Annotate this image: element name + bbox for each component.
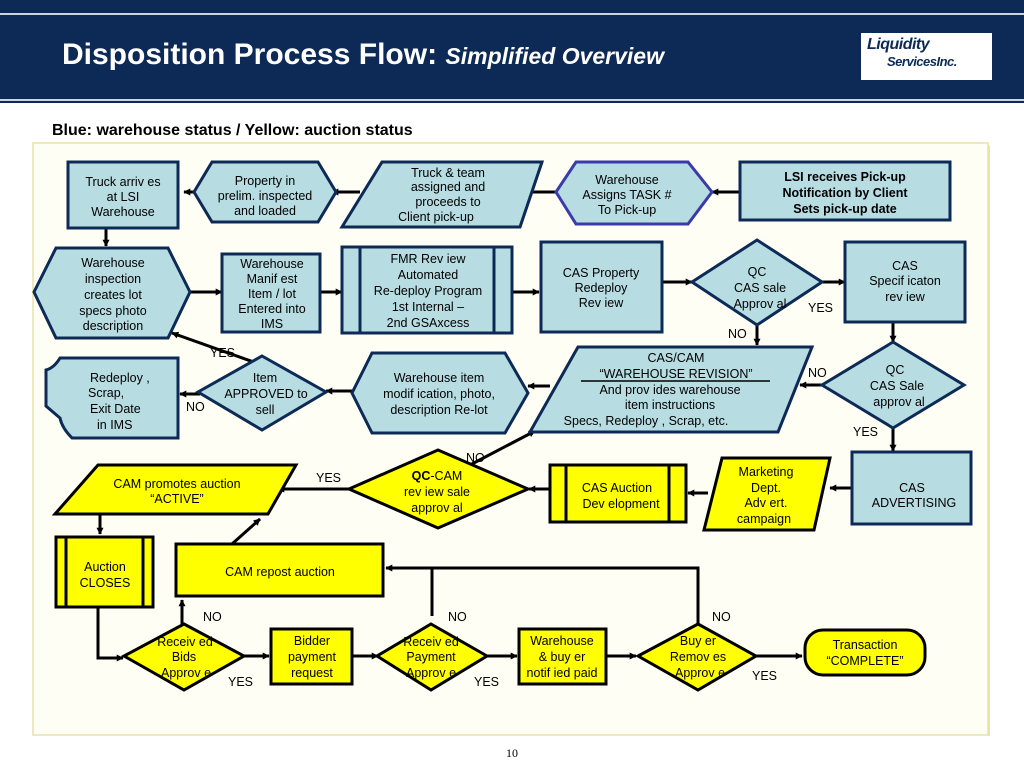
arrow-qc-cam-no-to-revision [469, 429, 536, 467]
label-yes-qc-sale: YES [853, 425, 878, 439]
page-number: 10 [506, 746, 518, 760]
node-cas-cam-warehouse-revision: CAS/CAM “WAREHOUSE REVISION” And prov id… [527, 345, 815, 434]
svg-text:CAM promotes auction“ACTIVE”: CAM promotes auction“ACTIVE” [113, 477, 240, 506]
label-no-qc-cam: NO [466, 451, 485, 465]
label-yes-payment: YES [474, 675, 499, 689]
label-yes-item-approved: YES [210, 346, 235, 360]
arrow-repost-to-promotes [231, 517, 261, 546]
title-sub: Simplified Overview [445, 43, 664, 69]
node-cam-repost-auction: CAM repost auction [174, 542, 385, 598]
label-yes-bids: YES [228, 675, 253, 689]
page-title: Disposition Process Flow: Simplified Ove… [62, 38, 664, 72]
label-no-qc-cas: NO [728, 327, 747, 341]
arrow-no-loop-to-repost [386, 568, 700, 624]
logo-line-2-text: Services [887, 54, 937, 69]
node-cam-promotes-auction: CAM promotes auction“ACTIVE” [51, 463, 299, 516]
header-rule-top [0, 13, 1024, 15]
label-no-item-approved: NO [186, 400, 205, 414]
logo-suffix: Inc. [936, 54, 958, 69]
label-yes-buyer: YES [752, 669, 777, 683]
svg-text:CAM repost auction: CAM repost auction [225, 565, 335, 579]
svg-text:CAS/CAM: CAS/CAM [648, 351, 705, 365]
arrow-closes-to-bids [96, 607, 124, 662]
node-transaction-complete: Transaction“COMPLETE” [803, 628, 927, 677]
title-bar: Disposition Process Flow: Simplified Ove… [0, 0, 1024, 103]
label-no-qc-sale: NO [808, 366, 827, 380]
svg-text:Transaction“COMPLETE”: Transaction“COMPLETE” [826, 638, 903, 668]
company-logo: Liquidity ServicesInc. [861, 33, 992, 80]
label-no-bids: NO [203, 610, 222, 624]
logo-line-1: Liquidity [867, 36, 930, 53]
label-yes-qc-cas: YES [808, 301, 833, 315]
header-rule-bottom [0, 99, 1024, 101]
svg-text:“WAREHOUSE REVISION”: “WAREHOUSE REVISION” [599, 367, 752, 381]
label-no-buyer: NO [712, 610, 731, 624]
label-no-payment: NO [448, 610, 467, 624]
title-main: Disposition Process Flow: [62, 38, 438, 71]
logo-line-2: ServicesInc. [887, 53, 957, 71]
legend-subtitle: Blue: warehouse status / Yellow: auction… [52, 122, 413, 139]
arrow-approved-yes-to-inspection [171, 331, 263, 367]
label-yes-qc-cam: YES [316, 471, 341, 485]
